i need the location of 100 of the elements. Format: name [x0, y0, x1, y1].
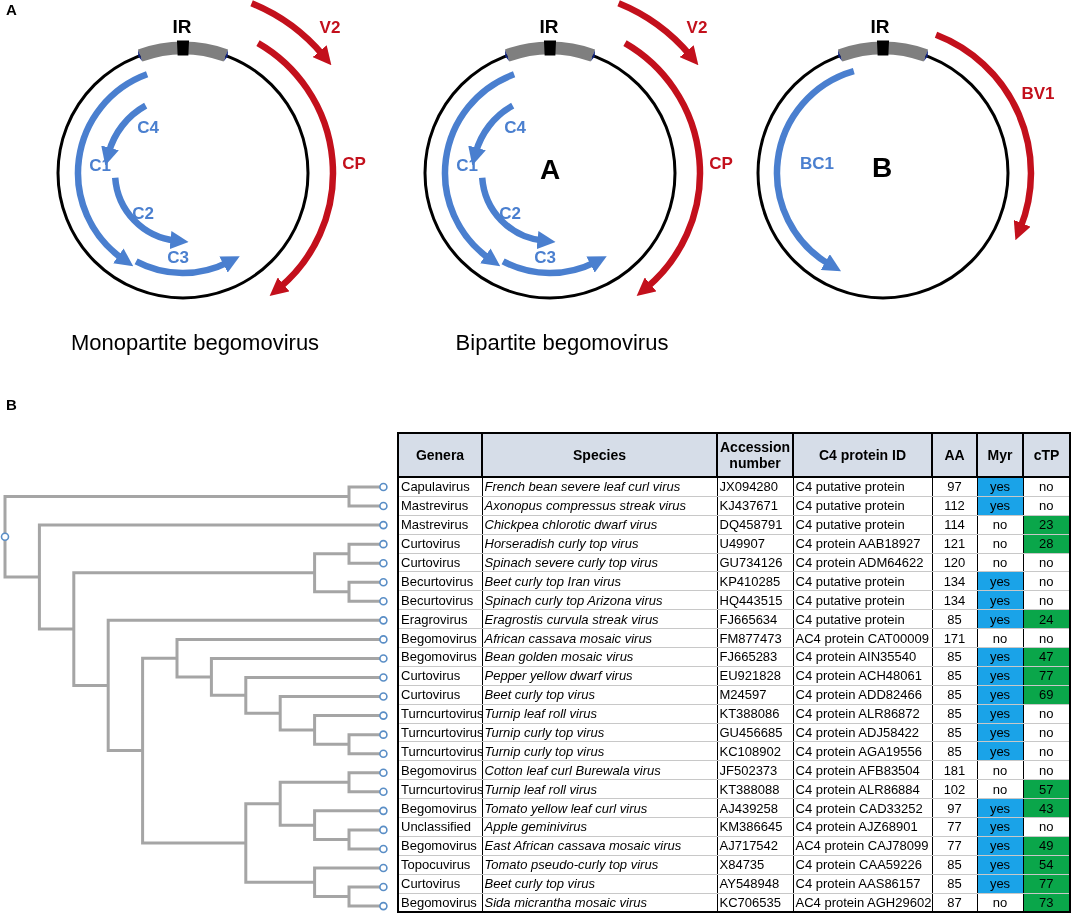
table-cell: 171	[932, 628, 977, 648]
gene-label: BV1	[1021, 84, 1055, 102]
column-header: Genera	[398, 433, 482, 477]
table-cell: Begomovirus	[398, 798, 482, 818]
table-cell: FM877473	[717, 628, 793, 648]
table-cell: U49907	[717, 534, 793, 554]
table-cell: Turnip leaf roll virus	[482, 779, 717, 799]
column-header: Myr	[977, 433, 1023, 477]
table-cell: C4 protein AIN35540	[793, 647, 932, 667]
table-cell: 114	[932, 515, 977, 535]
table-cell: M24597	[717, 685, 793, 705]
table-cell: Topocuvirus	[398, 855, 482, 875]
table-cell: Chickpea chlorotic dwarf virus	[482, 515, 717, 535]
table-cell: 77	[932, 836, 977, 856]
table-cell: AC4 protein AGH29602	[793, 893, 932, 913]
table-cell: Turncurtovirus	[398, 723, 482, 742]
table-cell: East African cassava mosaic virus	[482, 836, 717, 856]
figure-caption: Bipartite begomovirus	[455, 332, 669, 354]
table-cell: Bean golden mosaic virus	[482, 647, 717, 667]
segment-label: IR	[172, 16, 192, 36]
table-cell: Turnip curly top virus	[482, 723, 717, 742]
table-cell: AJ717542	[717, 836, 793, 856]
table-cell: C4 putative protein	[793, 571, 932, 591]
table-cell: 85	[932, 741, 977, 761]
table-cell: Turnip leaf roll virus	[482, 704, 717, 724]
table-cell: AC4 protein CAJ78099	[793, 836, 932, 856]
table-cell: HQ443515	[717, 590, 793, 610]
table-cell: no	[977, 515, 1023, 535]
table-cell: C4 protein ACH48061	[793, 666, 932, 686]
table-cell: Tomato yellow leaf curl virus	[482, 798, 717, 818]
segment-label: IR	[539, 16, 559, 36]
table-cell: EU921828	[717, 666, 793, 686]
table-cell: 134	[932, 571, 977, 591]
table-cell: C4 putative protein	[793, 477, 932, 497]
table-cell: C4 protein AFB83504	[793, 760, 932, 780]
table-cell: Horseradish curly top virus	[482, 534, 717, 554]
table-cell: Beet curly top virus	[482, 685, 717, 705]
column-header: AA	[932, 433, 977, 477]
table-cell: 121	[932, 534, 977, 554]
table-cell: Turncurtovirus	[398, 741, 482, 761]
gene-label: C4	[137, 118, 159, 136]
table-cell: Mastrevirus	[398, 515, 482, 535]
table-cell: Beet curly top virus	[482, 874, 717, 894]
table-cell: JX094280	[717, 477, 793, 497]
column-header: cTP	[1023, 433, 1070, 477]
table-cell: Begomovirus	[398, 836, 482, 856]
table-cell: Curtovirus	[398, 685, 482, 705]
figure-caption: Monopartite begomovirus	[70, 332, 320, 354]
table-cell: Eragrovirus	[398, 609, 482, 629]
table-cell: X84735	[717, 855, 793, 875]
table-cell: Curtovirus	[398, 553, 482, 572]
table-cell: 102	[932, 779, 977, 799]
table-cell: C4 putative protein	[793, 609, 932, 629]
table-cell: C4 putative protein	[793, 590, 932, 610]
table-cell: Axonopus compressus streak virus	[482, 496, 717, 516]
table-cell: Begomovirus	[398, 647, 482, 667]
table-cell: Turncurtovirus	[398, 779, 482, 799]
table-cell: C4 protein AGA19556	[793, 741, 932, 761]
gene-label: BC1	[800, 154, 834, 172]
table-cell: Becurtovirus	[398, 590, 482, 610]
table-cell: Beet curly top Iran virus	[482, 571, 717, 591]
table-cell: C4 putative protein	[793, 515, 932, 535]
table-cell: FJ665634	[717, 609, 793, 629]
table-cell: Tomato pseudo-curly top virus	[482, 855, 717, 875]
table-cell: 85	[932, 666, 977, 686]
table-cell: KM386645	[717, 817, 793, 837]
component-label: A	[539, 156, 561, 184]
table-cell: Turncurtovirus	[398, 704, 482, 724]
table-cell: no	[977, 534, 1023, 554]
table-cell: 181	[932, 760, 977, 780]
table-cell: Unclassified	[398, 817, 482, 837]
gene-label: V2	[319, 18, 341, 36]
table-cell: 85	[932, 647, 977, 667]
table-cell: 77	[932, 817, 977, 837]
table-cell: Apple geminivirus	[482, 817, 717, 837]
table-cell: C4 protein ADM64622	[793, 553, 932, 572]
segment-label: IR	[870, 16, 890, 36]
table-cell: Begomovirus	[398, 628, 482, 648]
gene-label: C3	[167, 248, 189, 266]
table-cell: C4 protein AAS86157	[793, 874, 932, 894]
table-cell: C4 protein AAB18927	[793, 534, 932, 554]
table-cell: 85	[932, 874, 977, 894]
table-cell: Curtovirus	[398, 874, 482, 894]
table-cell: Pepper yellow dwarf virus	[482, 666, 717, 686]
table-cell: no	[977, 628, 1023, 648]
table-cell: KJ437671	[717, 496, 793, 516]
table-cell: Begomovirus	[398, 760, 482, 780]
gene-label: C3	[534, 248, 556, 266]
table-cell: DQ458791	[717, 515, 793, 535]
component-label: B	[871, 154, 893, 182]
table-cell: KP410285	[717, 571, 793, 591]
table-cell: KT388086	[717, 704, 793, 724]
table-cell: AC4 protein CAT00009	[793, 628, 932, 648]
gene-label: CP	[709, 154, 733, 172]
table-cell: Capulavirus	[398, 477, 482, 497]
table-cell: KC108902	[717, 741, 793, 761]
table-cell: AJ439258	[717, 798, 793, 818]
table-cell: KT388088	[717, 779, 793, 799]
table-cell: C4 protein AJZ68901	[793, 817, 932, 837]
table-cell: 85	[932, 704, 977, 724]
